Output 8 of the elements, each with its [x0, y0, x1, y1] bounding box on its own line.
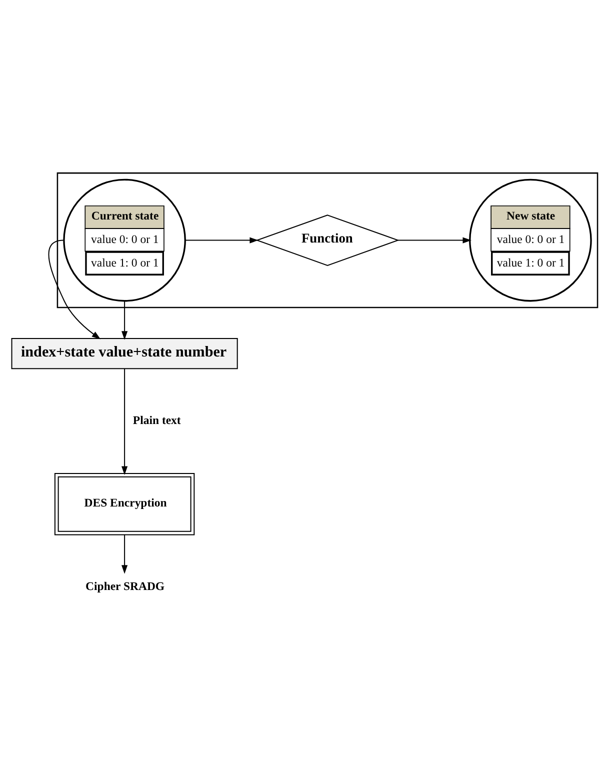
edge-label: Plain text — [132, 413, 181, 426]
node-text: Cipher SRADG — [86, 579, 165, 592]
node-text: value 1: 0 or 1 — [496, 256, 565, 269]
node-text: value 1: 0 or 1 — [91, 256, 159, 269]
node-text: value 0: 0 or 1 — [91, 232, 159, 246]
node-text: value 0: 0 or 1 — [496, 232, 565, 246]
node-text: Current state — [91, 208, 159, 222]
node-text: New state — [506, 208, 556, 222]
